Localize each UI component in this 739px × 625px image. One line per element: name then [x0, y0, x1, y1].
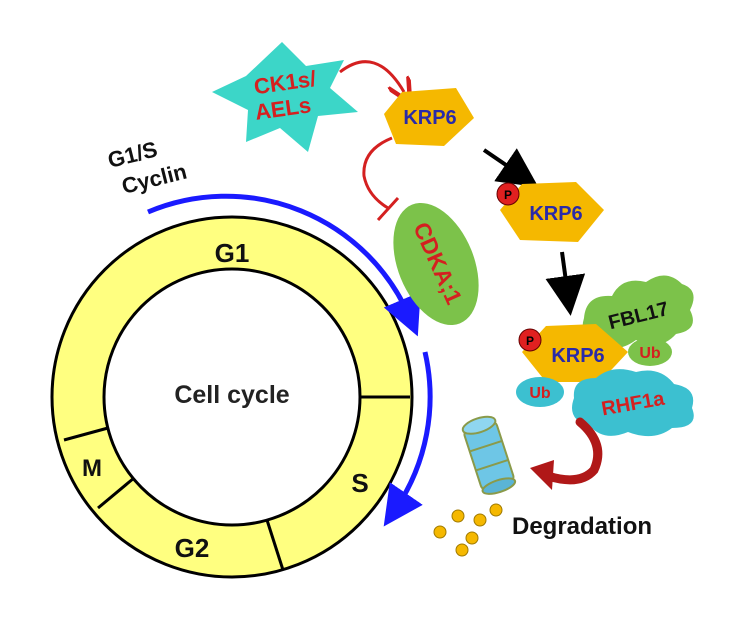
ub-cyan-label: Ub: [529, 385, 551, 402]
phosphate-label-2: P: [526, 334, 534, 348]
phosphate-icon-2: [518, 328, 542, 352]
pentagon-icon-2: [500, 182, 604, 242]
blue-arc-arrow-lower: [383, 351, 433, 527]
ub-green-label: Ub: [639, 345, 661, 362]
phosphorylation-arrow: [482, 148, 539, 188]
peptide-fragments: [433, 503, 503, 557]
rhf1a-cloud: RHF1a: [572, 369, 694, 437]
red-activation-arrow: [339, 60, 404, 92]
cdka-ellipse: CDKA;1: [393, 202, 479, 326]
krp6-complex: KRP6 P: [518, 324, 628, 382]
ub-ellipse-icon: [628, 338, 672, 366]
red-inhibition-line: [362, 136, 393, 210]
proteasome-barrel-icon: [461, 415, 517, 495]
krp6-top-label: KRP6: [403, 107, 456, 129]
divider-m-g1: [63, 426, 109, 442]
cloud-icon-2: [572, 369, 694, 437]
divider-g2-m: [97, 476, 135, 510]
phosphate-icon: [496, 182, 520, 206]
fbl17-cloud: FBL17: [582, 275, 694, 348]
g1s-cyclin-label: G1/S Cyclin: [105, 136, 189, 198]
krp6-complex-label: KRP6: [551, 345, 604, 367]
ubiquitination-arrow: [545, 251, 586, 316]
ub-cyan: Ub: [516, 377, 564, 407]
phase-m-label: M: [82, 455, 102, 482]
cell-cycle-ring: G1 S G2 M Cell cycle: [50, 215, 414, 579]
phase-s-label: S: [351, 468, 368, 498]
phase-g2-label: G2: [175, 533, 210, 563]
u-turn-arrow-icon: [530, 417, 603, 490]
degradation-label: Degradation: [512, 513, 652, 540]
krp6-phospho: KRP6 P: [496, 182, 604, 242]
phase-g1-label: G1: [215, 238, 250, 268]
krp6-top: KRP6: [384, 88, 474, 146]
phosphate-label: P: [504, 188, 512, 202]
ub-green: Ub: [628, 338, 672, 366]
divider-s-g2: [265, 519, 285, 571]
pentagon-icon: [384, 88, 474, 146]
ellipse-icon: [393, 202, 479, 326]
inhibition-bar-icon: [376, 196, 400, 222]
cloud-icon: [582, 275, 694, 348]
blue-arc-arrow-upper: [147, 193, 421, 337]
ub-ellipse-icon-2: [516, 377, 564, 407]
pentagon-icon-3: [522, 324, 628, 382]
cell-cycle-center-label: Cell cycle: [174, 381, 289, 409]
star-burst-icon: [212, 42, 358, 152]
krp6-mid-label: KRP6: [529, 203, 582, 225]
ck1s-aels-star: CK1s/ AELs: [212, 42, 358, 152]
